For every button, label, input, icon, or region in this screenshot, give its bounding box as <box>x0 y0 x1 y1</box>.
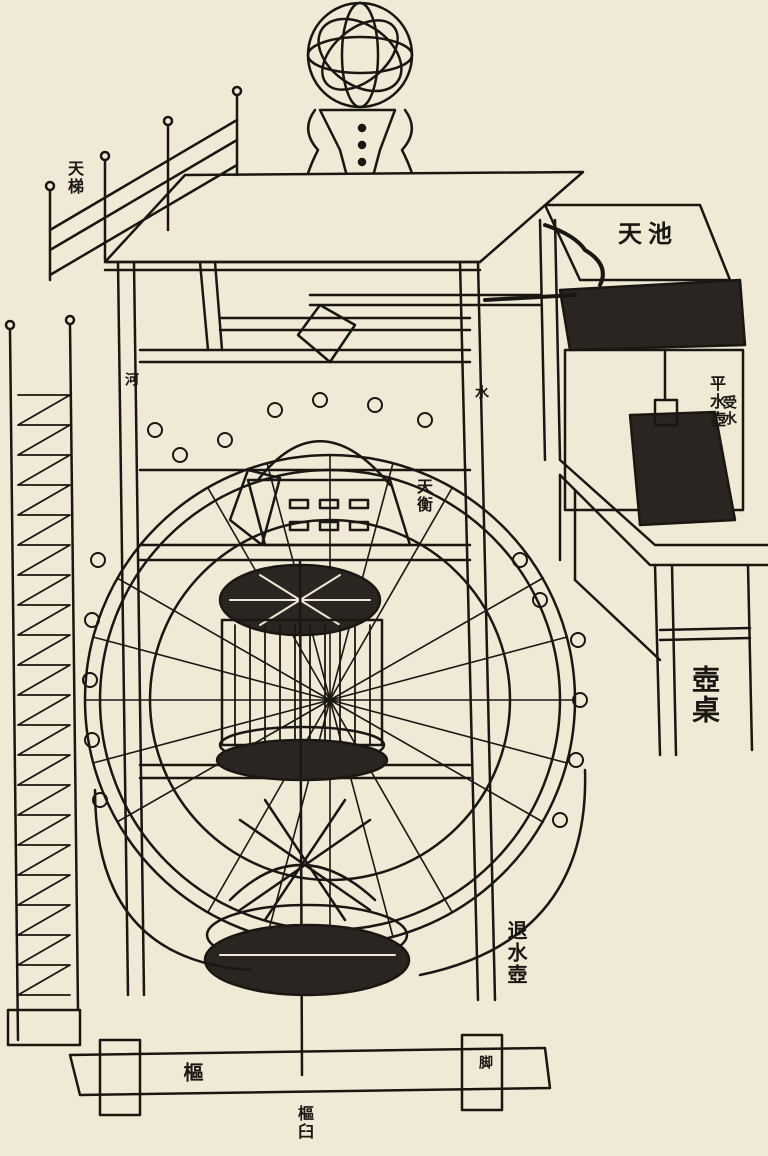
label-shu: 樞 <box>180 1062 204 1084</box>
basin-right <box>418 768 587 977</box>
basin-left <box>93 788 252 972</box>
roof-platform <box>103 170 585 272</box>
staircase <box>4 314 82 1047</box>
label-huzhuo: 壺桌 <box>688 665 721 725</box>
upper-lever <box>296 303 357 364</box>
label-jiao: 脚 <box>477 1055 493 1071</box>
label-shuyuan: 水 <box>473 385 489 401</box>
label-xinghe: 河 <box>123 372 139 388</box>
roof-railing <box>44 85 243 282</box>
tank-table <box>558 458 768 757</box>
water-tank-lower <box>563 348 745 527</box>
water-tank-upper <box>483 203 747 352</box>
main-axle <box>298 558 304 1077</box>
label-tianti: 天梯 <box>65 160 84 196</box>
label-tianchi: 天池 <box>618 219 678 248</box>
label-shuji: 樞臼 <box>295 1105 314 1141</box>
water-wheel <box>82 392 588 947</box>
label-shuhu: 受水 <box>721 395 737 427</box>
base-beam <box>68 1033 552 1117</box>
bell-housing <box>228 440 412 547</box>
upper-gear <box>215 563 389 782</box>
label-pingshui: 平水壺 <box>707 375 726 429</box>
lower-gear <box>203 798 411 997</box>
label-tianheng: 天衡 <box>414 478 433 514</box>
label-tuishui: 退水壺 <box>504 920 528 986</box>
